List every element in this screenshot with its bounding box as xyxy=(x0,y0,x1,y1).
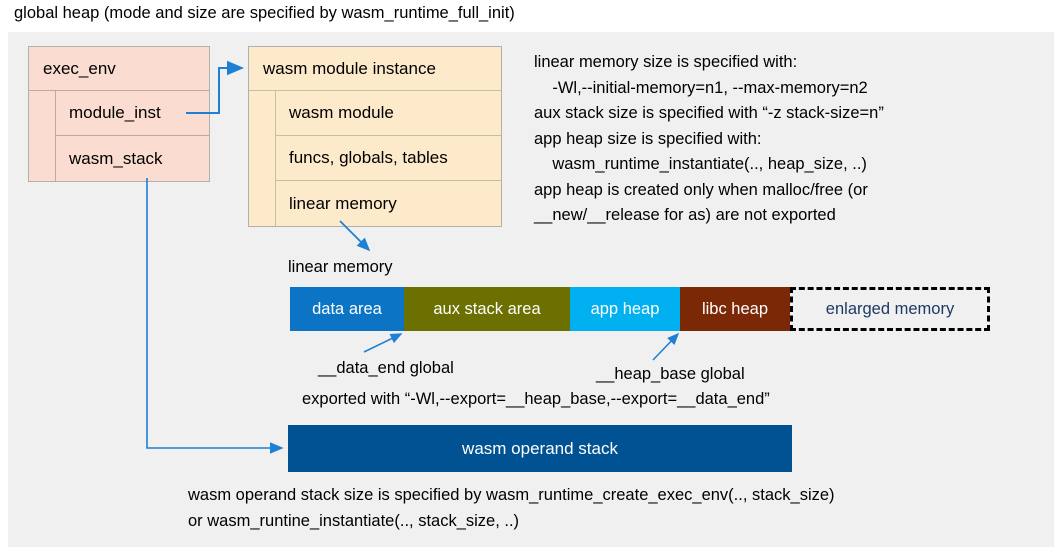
module-instance-row-funcs-globals-tables: funcs, globals, tables xyxy=(276,136,501,181)
exec-env-row-list: module_inst wasm_stack xyxy=(56,91,209,181)
memory-segment-aux-stack-area: aux stack area xyxy=(404,287,570,331)
exec-env-row-wasm-stack: wasm_stack xyxy=(56,136,209,181)
wasm-operand-stack-box: wasm operand stack xyxy=(288,425,792,472)
module-instance-row-list: wasm module funcs, globals, tables linea… xyxy=(276,91,501,226)
module-instance-rows: wasm module funcs, globals, tables linea… xyxy=(249,91,501,226)
linear-memory-bar: data areaaux stack areaapp heaplibc heap… xyxy=(290,287,990,331)
linear-memory-notes: linear memory size is specified with: -W… xyxy=(534,50,884,229)
module-instance-row-wasm-module: wasm module xyxy=(276,91,501,136)
memory-segment-libc-heap: libc heap xyxy=(680,287,790,331)
operand-stack-note: wasm operand stack size is specified by … xyxy=(188,482,835,534)
annotation-data-end: __data_end global xyxy=(318,359,454,378)
exec-env-rows: module_inst wasm_stack xyxy=(29,91,209,181)
exec-env-gutter xyxy=(29,91,56,181)
wasm-module-instance-box: wasm module instance wasm module funcs, … xyxy=(248,46,502,227)
linear-memory-bar-label: linear memory xyxy=(288,258,393,277)
module-instance-row-linear-memory: linear memory xyxy=(276,181,501,226)
exec-env-header: exec_env xyxy=(29,47,209,91)
module-instance-header: wasm module instance xyxy=(249,47,501,91)
memory-segment-enlarged-memory: enlarged memory xyxy=(790,287,990,331)
page-title: global heap (mode and size are specified… xyxy=(14,4,515,23)
module-instance-gutter xyxy=(249,91,276,226)
exec-env-row-module-inst: module_inst xyxy=(56,91,209,136)
wasm-operand-stack-label: wasm operand stack xyxy=(462,439,618,459)
memory-segment-data-area: data area xyxy=(290,287,404,331)
exec-env-box: exec_env module_inst wasm_stack xyxy=(28,46,210,182)
annotation-heap-base: __heap_base global xyxy=(596,365,745,384)
annotation-exported-with: exported with “-Wl,--export=__heap_base,… xyxy=(302,390,770,409)
memory-segment-app-heap: app heap xyxy=(570,287,680,331)
